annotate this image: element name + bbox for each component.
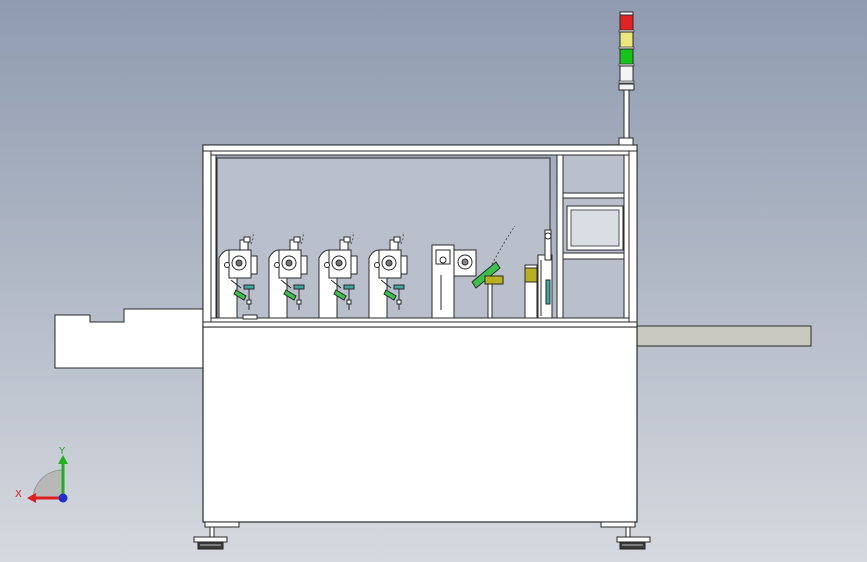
tower-light-red [619, 14, 634, 32]
tower-light-green [619, 48, 634, 66]
right-foot [600, 521, 651, 550]
vertical-actuator [537, 229, 553, 319]
part-fixture [242, 314, 258, 320]
outfeed-conveyor [635, 325, 812, 347]
tower-light-white [619, 65, 634, 83]
y-axis-head [58, 455, 68, 464]
station-3 [318, 231, 358, 319]
upper-frame [202, 137, 638, 328]
machine-cabinet [202, 325, 638, 523]
infeed-block [54, 308, 205, 369]
left-foot [193, 521, 240, 550]
tower-light-ring [618, 80, 635, 84]
coordinate-triad: Y X [15, 446, 68, 503]
z-axis-dot [58, 493, 68, 503]
signal-tower [618, 11, 635, 139]
station-1 [218, 231, 258, 319]
x-axis-head [27, 493, 36, 503]
y-axis-label: Y [58, 446, 66, 457]
triad-plane [32, 469, 63, 499]
tower-light-yellow [619, 31, 634, 49]
station-4 [368, 231, 408, 319]
x-axis-label: X [15, 489, 22, 500]
angled-tool-station [431, 225, 538, 319]
station-2 [268, 231, 308, 319]
station-group [218, 231, 408, 319]
